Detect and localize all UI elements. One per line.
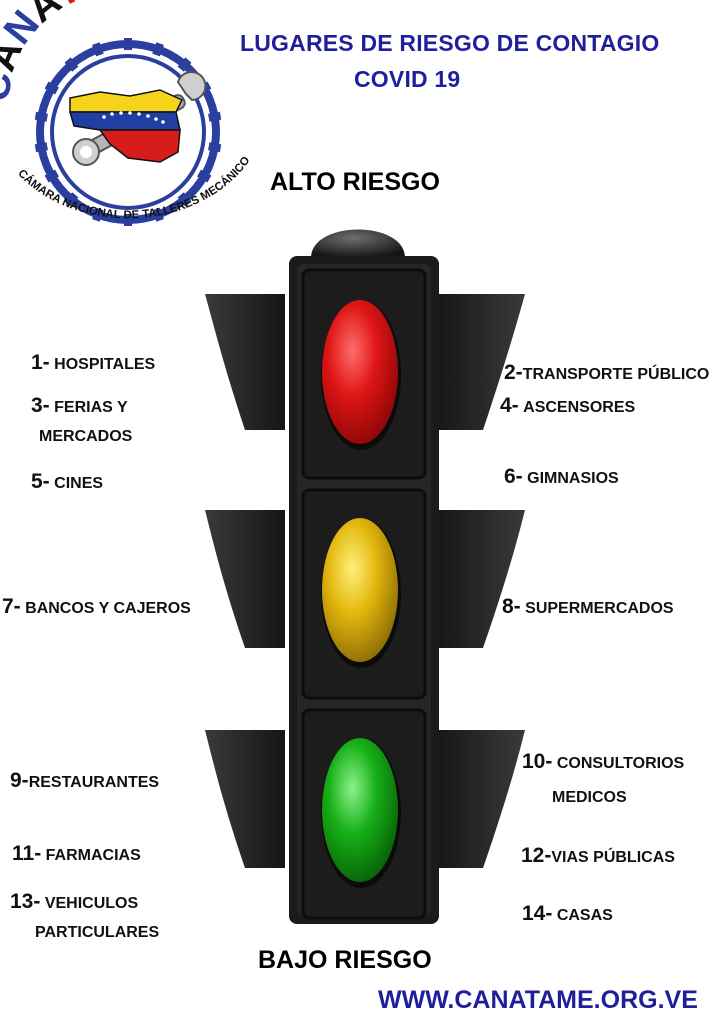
place-item-3: 3- FERIAS Y <box>31 394 128 417</box>
place-item-1: 1- HOSPITALES <box>31 351 156 374</box>
yellow-light <box>322 518 398 662</box>
place-item-9: 9-RESTAURANTES <box>10 769 160 792</box>
place-item-5: 5- CINES <box>31 470 104 493</box>
traffic-light-graphic <box>205 229 525 924</box>
place-item-4: 4- ASCENSORES <box>500 394 636 417</box>
place-item-6: 6- GIMNASIOS <box>504 465 619 488</box>
high-risk-label: ALTO RIESGO <box>270 168 440 196</box>
gear-teeth <box>34 38 222 226</box>
place-item-13-line2: PARTICULARES <box>35 924 160 941</box>
place-item-10: 10- CONSULTORIOS <box>522 750 685 773</box>
place-item-14: 14- CASAS <box>522 902 613 925</box>
place-item-13: 13- VEHICULOS <box>10 890 139 913</box>
venezuela-flag-map <box>69 89 184 163</box>
low-risk-label: BAJO RIESGO <box>258 946 432 974</box>
logo-word: CANATAME <box>0 0 173 103</box>
canatame-logo: CANATAME CÁMARA NACIONAL DE TALLERES MEC… <box>0 0 270 245</box>
traffic-light <box>205 200 525 940</box>
page-title-line2: COVID 19 <box>354 66 461 92</box>
logo-graphic: CANATAME CÁMARA NACIONAL DE TALLERES MEC… <box>0 0 253 226</box>
place-item-10-line2: MEDICOS <box>552 789 627 806</box>
place-item-3-line2: MERCADOS <box>39 428 133 445</box>
place-item-8: 8- SUPERMERCADOS <box>502 595 674 618</box>
red-light <box>322 300 398 444</box>
website-link[interactable]: WWW.CANATAME.ORG.VE <box>378 986 698 1014</box>
top-cap <box>311 229 405 258</box>
green-light <box>322 738 398 882</box>
place-item-2: 2-TRANSPORTE PÚBLICO <box>504 361 710 384</box>
place-item-12: 12-VIAS PÚBLICAS <box>521 844 675 867</box>
page-title-line1: LUGARES DE RIESGO DE CONTAGIO <box>240 30 660 56</box>
place-item-11: 11- FARMACIAS <box>12 842 141 865</box>
place-item-7: 7- BANCOS Y CAJEROS <box>2 595 191 618</box>
